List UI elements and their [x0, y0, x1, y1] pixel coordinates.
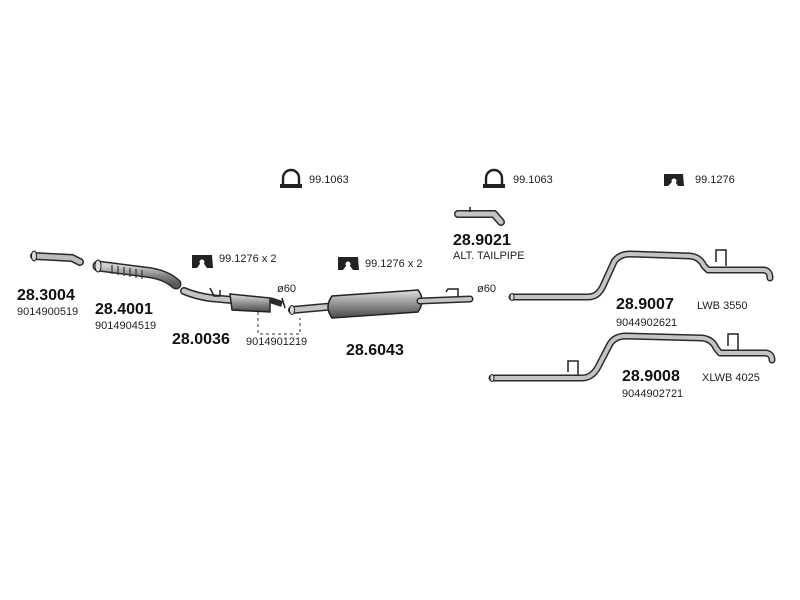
oem-number: 9014900519 — [17, 306, 79, 318]
diameter-label: ø60 — [277, 283, 296, 295]
saddle-clamp-icon — [664, 174, 684, 186]
u-bolt-clamp-icon — [280, 168, 302, 188]
clamp-label-top-left: 99.1063 — [309, 174, 349, 186]
clamp-label-mid-center: 99.1276 x 2 — [365, 258, 423, 270]
part-variant: XLWB 4025 — [702, 372, 760, 384]
oem-number: 9014901219 — [246, 336, 308, 348]
diameter-label: ø60 — [477, 283, 496, 295]
part-code: 28.3004 — [17, 287, 75, 304]
front-pipe-part — [30, 250, 84, 266]
clamp-label-mid-left: 99.1276 x 2 — [219, 253, 277, 265]
part-variant: LWB 3550 — [697, 300, 748, 312]
part-code: 28.9007 — [616, 296, 674, 313]
part-code: 28.0036 — [172, 331, 230, 348]
dashed-bracket — [257, 312, 301, 335]
clamp-label-top-mid: 99.1063 — [513, 174, 553, 186]
part-code: 28.4001 — [95, 301, 153, 318]
muffler-part — [288, 288, 474, 319]
flex-pipe-part — [92, 259, 182, 290]
tailpipe-xlwb-part — [488, 332, 776, 382]
part-note: ALT. TAILPIPE — [453, 250, 525, 262]
tailpipe-lwb-part — [508, 249, 774, 301]
oem-number: 9044902721 — [622, 388, 684, 400]
catalyst-pipe-part — [180, 287, 286, 313]
oem-number: 9044902621 — [616, 317, 678, 329]
part-code: 28.9021 — [453, 232, 511, 249]
saddle-clamp-icon — [338, 257, 359, 270]
oem-number: 9014904519 — [95, 320, 157, 332]
alt-tailpipe-part — [454, 207, 505, 226]
saddle-clamp-icon — [192, 255, 213, 268]
clamp-label-top-right: 99.1276 — [695, 174, 735, 186]
part-code: 28.9008 — [622, 368, 680, 385]
u-bolt-clamp-icon — [483, 168, 505, 188]
part-code: 28.6043 — [346, 342, 404, 359]
